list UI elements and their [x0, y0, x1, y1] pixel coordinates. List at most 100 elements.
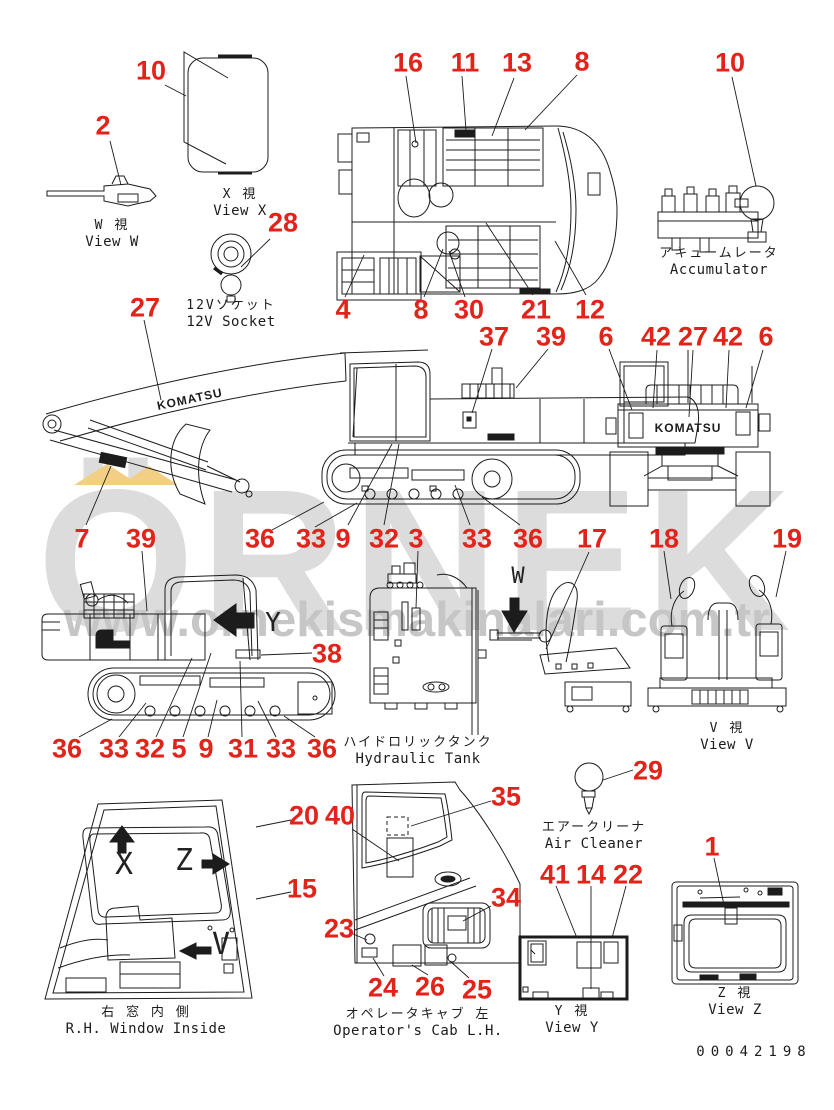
- excavator-rear-view-drawing: [606, 350, 770, 506]
- callout-number: 33: [98, 733, 130, 764]
- view-caption-english: Air Cleaner: [544, 836, 644, 852]
- direction-marker-letter: W: [511, 564, 525, 589]
- view-caption-english: View V: [700, 737, 754, 753]
- callout-number: 36: [244, 523, 276, 554]
- view-caption-english: View X: [213, 203, 267, 219]
- callout-number: 36: [306, 733, 338, 764]
- callout-number: 15: [286, 873, 318, 904]
- serial-number: 00042198: [696, 1044, 812, 1060]
- view-w-arrow-icon: [498, 598, 532, 640]
- view-w-tool-drawing: [47, 176, 156, 206]
- view-caption-japanese: W 視: [94, 218, 130, 233]
- direction-marker-letter: Z: [174, 843, 194, 878]
- callout-number: 29: [632, 755, 664, 786]
- callout-number: 31: [227, 733, 259, 764]
- accumulator-drawing: [658, 186, 774, 252]
- callout-number: 19: [771, 523, 803, 554]
- callout-number: 20: [288, 800, 320, 831]
- watermark-triangle-icon: [120, 463, 178, 485]
- callout-number: 8: [413, 294, 429, 325]
- operator-seat-drawing: [490, 582, 631, 712]
- callout-number: 25: [461, 974, 493, 1005]
- callout-number: 39: [535, 321, 567, 352]
- watermark-url-text: www.ornekismakinalari.com.tr: [63, 593, 771, 647]
- callout-number: 28: [267, 207, 299, 238]
- callout-number: 8: [574, 46, 590, 77]
- air-cleaner-drawing: [575, 763, 603, 814]
- callout-number: 41: [539, 859, 571, 890]
- callout-number: 6: [598, 321, 614, 352]
- hydraulic-tank-drawing: [370, 563, 486, 735]
- view-caption-english: View Y: [545, 1020, 599, 1036]
- view-x-plate-drawing: [184, 52, 268, 173]
- leader-lines: [79, 75, 786, 989]
- callout-number: 34: [490, 882, 522, 913]
- callout-number: 18: [648, 523, 680, 554]
- callout-number: 14: [575, 859, 607, 890]
- callout-number: 33: [295, 523, 327, 554]
- direction-marker-letter: X: [114, 847, 134, 882]
- callout-number: 32: [368, 523, 400, 554]
- view-caption-english: R.H. Window Inside: [65, 1021, 227, 1037]
- callout-number: 13: [501, 47, 533, 78]
- view-z-window-drawing: [672, 882, 798, 984]
- callout-number: 30: [453, 294, 485, 325]
- callout-number: 22: [612, 859, 644, 890]
- view-caption-japanese: Z 視: [717, 986, 753, 1001]
- view-caption-japanese: Y 視: [554, 1004, 590, 1019]
- direction-marker-letter: V: [211, 927, 231, 962]
- callout-number: 9: [335, 523, 351, 554]
- callout-number: 24: [367, 972, 399, 1003]
- callout-number: 12: [574, 294, 606, 325]
- view-caption-english: View W: [85, 234, 139, 250]
- machine-top-view-drawing: [337, 126, 617, 300]
- excavator-side-view-drawing: [43, 350, 699, 504]
- callout-number: 33: [461, 523, 493, 554]
- callout-number: 5: [171, 733, 187, 764]
- callout-number: 40: [324, 800, 356, 831]
- callout-number: 3: [408, 523, 424, 554]
- view-caption-english: Accumulator: [669, 262, 769, 278]
- callout-number: 42: [640, 321, 672, 352]
- callout-number: 4: [335, 294, 351, 325]
- callout-number: 6: [758, 321, 774, 352]
- callout-number: 16: [392, 47, 424, 78]
- view-caption-english: View Z: [708, 1002, 762, 1018]
- callout-number: 27: [129, 292, 161, 323]
- callout-number: 10: [714, 47, 746, 78]
- view-caption-japanese: X 視: [222, 187, 258, 202]
- callout-number: 38: [311, 638, 343, 669]
- callout-number: 27: [677, 321, 709, 352]
- callout-number: 23: [323, 913, 355, 944]
- callout-number: 36: [512, 523, 544, 554]
- view-caption-japanese: アキュームレータ: [659, 246, 779, 261]
- callout-number: 2: [95, 110, 111, 141]
- callout-number: 42: [712, 321, 744, 352]
- callout-number: 10: [135, 55, 167, 86]
- callout-number: 7: [74, 523, 90, 554]
- callout-number: 39: [125, 523, 157, 554]
- callout-number: 26: [414, 971, 446, 1002]
- view-caption-japanese: 右 窓 内 側: [101, 1005, 191, 1020]
- callout-number: 21: [520, 294, 552, 325]
- operators-cab-lh-drawing: [352, 782, 520, 966]
- view-caption-english: 12V Socket: [186, 314, 276, 330]
- view-caption-japanese: オペレータキャブ 左: [345, 1007, 491, 1022]
- view-caption-english: Operator's Cab L.H.: [333, 1023, 503, 1039]
- view-caption-japanese: V 視: [709, 721, 745, 736]
- view-caption-japanese: 12Vソケット: [186, 298, 276, 313]
- direction-marker-letter: Y: [265, 608, 281, 638]
- callout-number: 11: [450, 47, 480, 78]
- callout-number: 33: [265, 733, 297, 764]
